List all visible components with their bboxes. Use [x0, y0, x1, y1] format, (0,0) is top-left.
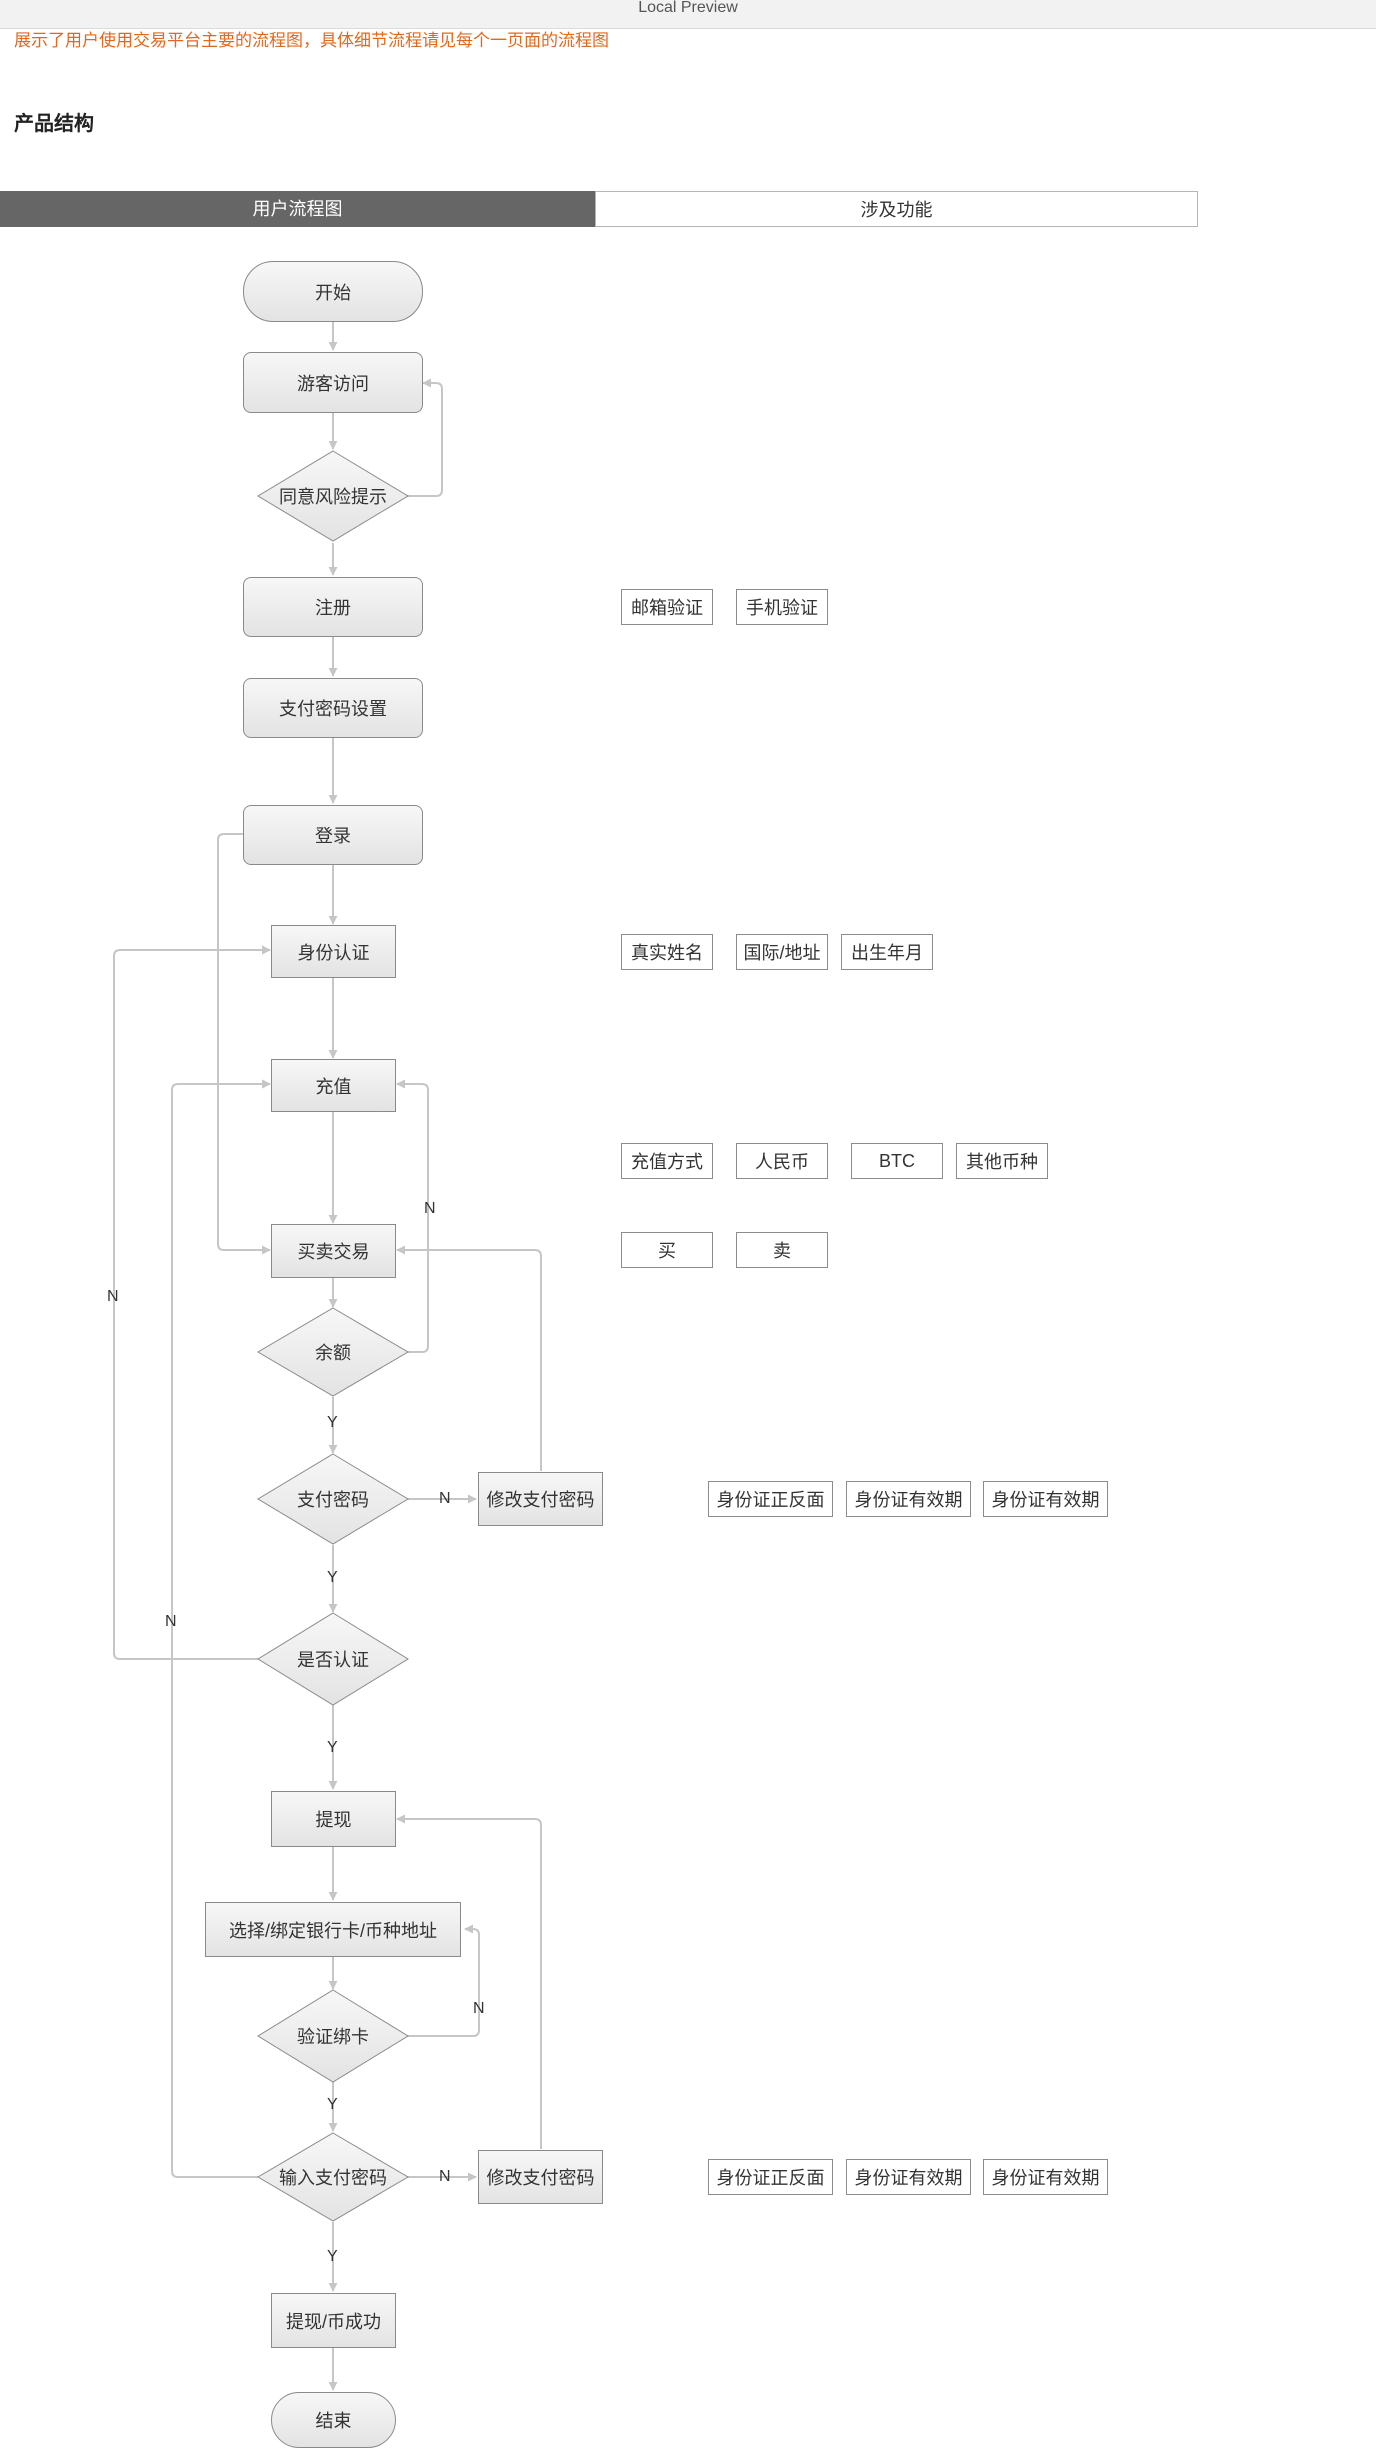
edge-label-input-pw-y: Y — [327, 2248, 338, 2265]
intro-text: 展示了用户使用交易平台主要的流程图，具体细节流程请见每个一页面的流程图 — [14, 31, 609, 50]
node-modify-pay-pw-1: 修改支付密码 — [478, 1472, 603, 1526]
edge-modify-trade — [396, 1245, 542, 1471]
node-end: 结束 — [271, 2392, 396, 2448]
feature-btc: BTC — [851, 1143, 943, 1179]
edge-verify-bind-n — [407, 1924, 480, 2037]
decision-verify-card: 验证绑卡 — [297, 2027, 369, 2047]
node-pay-pw-setup: 支付密码设置 — [243, 678, 423, 738]
node-guest: 游客访问 — [243, 352, 423, 413]
decision-pay-pw: 支付密码 — [297, 1490, 369, 1510]
decision-verified: 是否认证 — [297, 1650, 369, 1670]
window-title: Local Preview — [638, 0, 738, 16]
node-modify-pay-pw-2: 修改支付密码 — [478, 2150, 603, 2204]
feature-real-name: 真实姓名 — [621, 934, 713, 970]
edge-login-trade — [217, 833, 271, 1255]
diamond-pay-pw — [257, 1453, 409, 1545]
edge-label-balance-y: Y — [327, 1414, 338, 1431]
edge-label-verify-card-n: N — [473, 2000, 485, 2017]
edge-label-verified-n: N — [165, 1613, 177, 1630]
feature-rmb: 人民币 — [736, 1143, 828, 1179]
feature-sell: 卖 — [736, 1232, 828, 1268]
feature-id-card-sides: 身份证正反面 — [708, 1481, 833, 1517]
edge-label-verify-card-y: Y — [327, 2096, 338, 2113]
tab-user-flow[interactable]: 用户流程图 — [0, 191, 595, 227]
edge-modify2-withdraw — [396, 1814, 542, 2149]
edge-balance-recharge-n — [396, 1079, 429, 1353]
diamond-input-pay-pw — [257, 2132, 409, 2222]
window-title-bar: Local Preview — [0, 0, 1376, 29]
node-login: 登录 — [243, 805, 423, 865]
section-title: 产品结构 — [14, 113, 94, 135]
edge-label-recharge-n: N — [424, 1200, 436, 1217]
tab-features[interactable]: 涉及功能 — [595, 191, 1198, 227]
edge-label-input-pw-n: N — [439, 2168, 451, 2185]
edge-inputpw-recharge-n — [171, 1079, 271, 2178]
feature-phone-verify: 手机验证 — [736, 589, 828, 625]
feature-recharge-method: 充值方式 — [621, 1143, 713, 1179]
feature-address: 国际/地址 — [736, 934, 828, 970]
edge-label-pay-pw-y: Y — [327, 1569, 338, 1586]
feature-email-verify: 邮箱验证 — [621, 589, 713, 625]
node-bind-card: 选择/绑定银行卡/币种地址 — [205, 1902, 461, 1957]
edge-label-verified-y: Y — [327, 1739, 338, 1756]
node-withdraw-success: 提现/币成功 — [271, 2293, 396, 2348]
edge-risk-guest-loop — [407, 378, 443, 497]
feature-id-card-validity-4: 身份证有效期 — [983, 2159, 1108, 2195]
decision-input-pay-pw: 输入支付密码 — [279, 2168, 387, 2188]
feature-id-card-validity-3: 身份证有效期 — [846, 2159, 971, 2195]
node-identity: 身份认证 — [271, 925, 396, 978]
feature-birth: 出生年月 — [841, 934, 933, 970]
node-withdraw: 提现 — [271, 1791, 396, 1847]
feature-id-card-sides-2: 身份证正反面 — [708, 2159, 833, 2195]
feature-other-coins: 其他币种 — [956, 1143, 1048, 1179]
node-trade: 买卖交易 — [271, 1224, 396, 1278]
node-recharge: 充值 — [271, 1059, 396, 1112]
edge-verified-identity-n — [113, 945, 271, 1660]
decision-agree-risk: 同意风险提示 — [279, 487, 387, 507]
node-register: 注册 — [243, 577, 423, 637]
decision-balance: 余额 — [315, 1343, 351, 1363]
diamond-balance — [257, 1307, 409, 1397]
edge-label-pay-pw-n: N — [439, 1490, 451, 1507]
diamond-verify-card — [257, 1989, 409, 2083]
edge-label-verify-n: N — [107, 1288, 119, 1305]
node-start: 开始 — [243, 261, 423, 322]
feature-id-card-validity: 身份证有效期 — [846, 1481, 971, 1517]
diamond-agree-risk — [257, 450, 409, 542]
feature-id-card-validity-2: 身份证有效期 — [983, 1481, 1108, 1517]
feature-buy: 买 — [621, 1232, 713, 1268]
diamond-verified — [257, 1612, 409, 1706]
